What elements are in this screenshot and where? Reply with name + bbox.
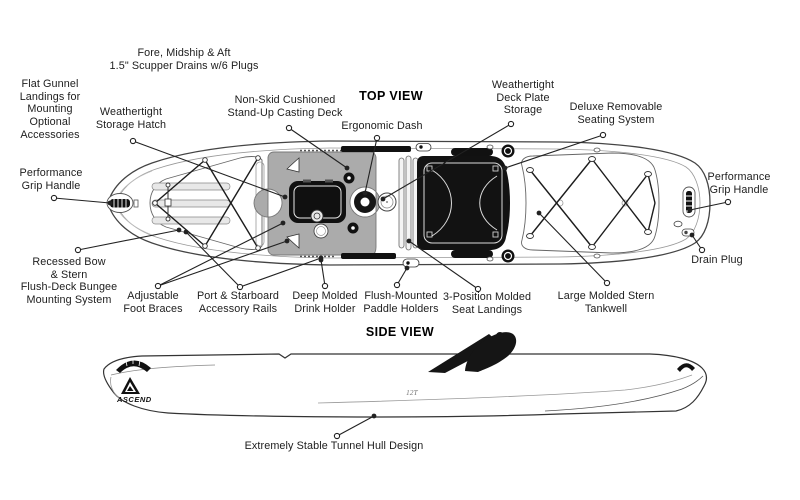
bungee-anchors: [152, 155, 261, 251]
bow-bungee-cords: [154, 157, 259, 249]
bow-grip-handle-icon: [106, 193, 139, 213]
leader-grip-left: [53, 197, 111, 204]
label-drink-holder: Deep Molded Drink Holder: [292, 290, 358, 315]
seat-landings-graphic: [398, 155, 419, 251]
seat-graphic: [417, 148, 510, 258]
label-drain-plug: Drain Plug: [691, 254, 743, 266]
leader-foot-braces: [157, 222, 288, 287]
label-foot-braces: Adjustable Foot Braces: [123, 290, 183, 315]
storage-hatch-graphic: [289, 179, 346, 223]
side-hull-outline: [102, 353, 708, 418]
label-ergonomic-dash: Ergonomic Dash: [341, 120, 423, 132]
leader-lines: [53, 123, 729, 437]
leader-storage-hatch: [132, 140, 286, 198]
title-top-view: TOP VIEW: [359, 89, 423, 103]
leader-tunnel-hull: [336, 415, 375, 437]
leader-ergonomic-dash: [364, 137, 378, 194]
side-stern-wedge: [544, 375, 704, 412]
label-stern-tankwell: Large Molded Stern Tankwell: [557, 290, 655, 315]
label-accessory-rails: Port & Starboard Accessory Rails: [196, 290, 280, 315]
label-grip-handle-right: Performance Grip Handle: [707, 171, 771, 196]
tankwell-anchor-pads: [526, 156, 652, 250]
title-side-view: SIDE VIEW: [365, 325, 435, 339]
label-storage-hatch: Weathertight Storage Hatch: [95, 106, 167, 131]
label-flat-gunnel: Flat Gunnel Landings for Mounting Option…: [19, 78, 81, 141]
side-deck-line: [110, 364, 216, 376]
label-tunnel-hull: Extremely Stable Tunnel Hull Design: [244, 440, 424, 452]
leader-drink-holder: [320, 259, 326, 287]
leader-endpoints: [50, 120, 732, 440]
label-paddle-holders: Flush-Mounted Paddle Holders: [363, 290, 439, 315]
kayak-top-view-illustration: [106, 140, 711, 268]
label-grip-handle-left: Performance Grip Handle: [19, 167, 83, 192]
adjustable-foot-brace-track: [164, 182, 172, 222]
ergonomic-dash-graphic: [354, 191, 376, 213]
label-non-skid-deck: Non-Skid Cushioned Stand-Up Casting Deck: [227, 94, 343, 119]
paddle-holder-top: [415, 143, 432, 152]
leader-non-skid: [288, 127, 348, 169]
leader-stern-tankwell: [538, 212, 608, 284]
side-seat-graphic: [428, 332, 517, 373]
tankwell-bungee-cords: [529, 158, 656, 248]
leader-seat-landings: [408, 240, 479, 290]
label-scupper-drains: Fore, Midship & Aft 1.5" Scupper Drains …: [109, 47, 259, 72]
bow-bungee-deck: [149, 155, 263, 251]
brand-text: ASCEND: [116, 395, 152, 404]
model-text: 12T: [406, 388, 419, 397]
leader-deck-plate: [382, 123, 512, 200]
label-recessed-bungee: Recessed Bow & Stern Flush-Deck Bungee M…: [20, 256, 118, 306]
cup-fittings: [343, 172, 359, 234]
brand-logo: ASCEND: [116, 377, 152, 404]
side-bow-contour: [110, 376, 121, 400]
drink-holder-graphic: [313, 223, 329, 239]
leader-deluxe-seating: [504, 134, 604, 169]
label-deluxe-seating: Deluxe Removable Seating System: [569, 101, 663, 126]
kayak-side-view-illustration: ASCEND 12T: [102, 332, 708, 418]
paddle-hook-top: [286, 157, 300, 173]
tankwell-graphic: [521, 152, 660, 254]
side-chine-line: [317, 374, 693, 404]
label-deck-plate-storage: Weathertight Deck Plate Storage: [491, 79, 555, 117]
leader-accessory-rails: [185, 231, 322, 288]
gunnel-cleats: [486, 144, 601, 262]
paddle-hook-bottom: [286, 233, 300, 249]
stern-grip-handle-icon: [682, 186, 696, 218]
leader-label-circles: [50, 120, 732, 440]
leader-recessed-bungee: [77, 229, 180, 251]
rod-holders: [501, 144, 515, 263]
accessory-rails-graphic: [341, 146, 411, 259]
paddle-holder-bottom: [402, 258, 420, 268]
deck-plate-graphic: [377, 192, 397, 212]
gunnel-inner-line: [115, 147, 701, 259]
side-bow-handle-icon: [116, 358, 151, 373]
leader-paddle-holders: [396, 267, 408, 286]
leader-grip-right: [689, 201, 729, 211]
leader-feature-dots: [107, 165, 695, 419]
side-stern-handle-icon: [677, 363, 695, 372]
label-seat-landings: 3-Position Molded Seat Landings: [442, 291, 532, 316]
